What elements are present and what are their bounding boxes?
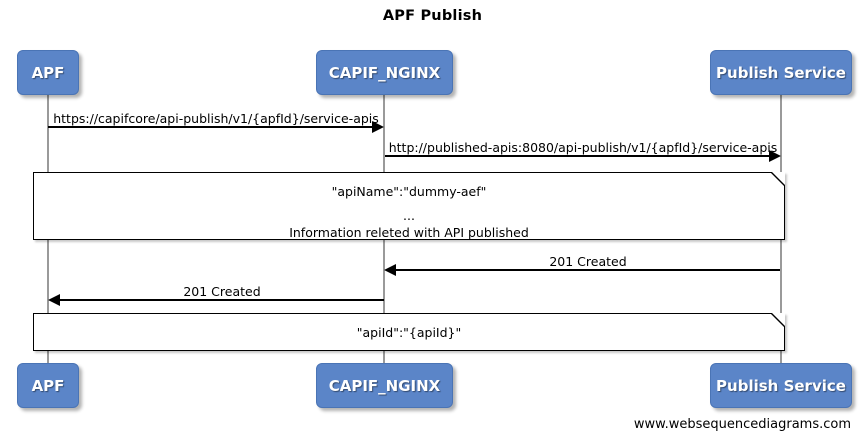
actor-label-apf-bottom: APF: [31, 376, 65, 395]
note-line: Information releted with API published: [289, 225, 529, 240]
actor-label-apf-top: APF: [31, 63, 65, 82]
message-line-3: [396, 269, 780, 271]
message-arrowhead-3: [384, 264, 396, 276]
note-line: "apiName":"dummy-aef": [331, 184, 487, 199]
actor-box-apf-bottom[interactable]: APF: [17, 363, 79, 408]
note-response-payload-text: "apiId":"{apiId}": [34, 325, 784, 340]
note-request-payload: "apiName":"dummy-aef" ... Information re…: [33, 172, 785, 240]
actor-label-capif-nginx-bottom: CAPIF_NGINX: [328, 376, 441, 395]
actor-label-publish-service-bottom: Publish Service: [716, 376, 846, 395]
footer-watermark: www.websequencediagrams.com: [633, 417, 851, 432]
message-label-4: 201 Created: [183, 284, 261, 299]
actor-box-publish-service-bottom[interactable]: Publish Service: [710, 363, 852, 408]
message-label-2: http://published-apis:8080/api-publish/v…: [388, 140, 778, 155]
message-arrowhead-2: [769, 150, 781, 162]
note-fold-icon: [772, 313, 785, 326]
message-arrowhead-4: [48, 294, 60, 306]
message-line-2: [385, 155, 769, 157]
note-fold-icon: [772, 172, 785, 185]
note-response-payload: "apiId":"{apiId}": [33, 313, 785, 351]
page-title: APF Publish: [382, 8, 483, 24]
message-line-1: [48, 126, 372, 128]
actor-box-capif-nginx-top[interactable]: CAPIF_NGINX: [316, 50, 453, 95]
note-line: ...: [403, 207, 415, 223]
note-request-payload-text: "apiName":"dummy-aef" ... Information re…: [34, 184, 784, 240]
actor-label-capif-nginx-top: CAPIF_NGINX: [328, 63, 441, 82]
message-arrowhead-1: [372, 121, 384, 133]
message-label-1: https://capifcore/api-publish/v1/{apfId}…: [53, 111, 379, 126]
actor-box-publish-service-top[interactable]: Publish Service: [710, 50, 852, 95]
actor-box-apf-top[interactable]: APF: [17, 50, 79, 95]
message-line-4: [60, 299, 384, 301]
note-line: "apiId":"{apiId}": [356, 325, 462, 340]
message-label-3: 201 Created: [549, 254, 627, 269]
actor-label-publish-service-top: Publish Service: [716, 63, 846, 82]
actor-box-capif-nginx-bottom[interactable]: CAPIF_NGINX: [316, 363, 453, 408]
